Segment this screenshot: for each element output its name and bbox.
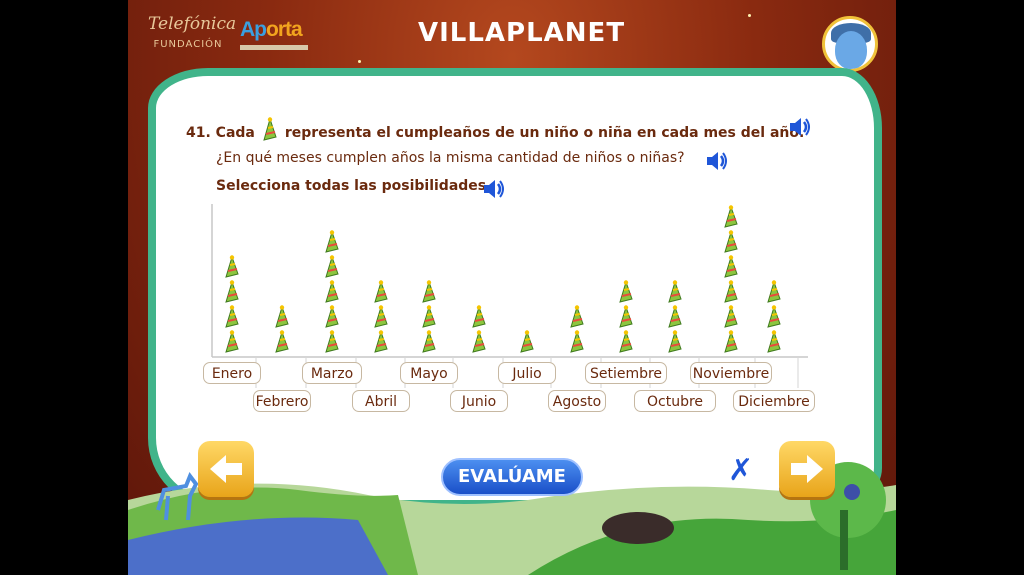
- party-hat-mark: [724, 280, 738, 303]
- party-hat-mark: [619, 280, 633, 303]
- party-hat-mark: [325, 230, 339, 253]
- party-hat-mark: [325, 305, 339, 328]
- arrow-left-icon: [210, 455, 242, 483]
- aporta-logo: Aporta: [240, 18, 310, 50]
- party-hat-mark: [225, 255, 239, 278]
- next-button[interactable]: [779, 441, 835, 497]
- party-hat-mark: [570, 330, 584, 353]
- speaker-icon[interactable]: [788, 116, 812, 138]
- month-label-junio[interactable]: Junio: [450, 390, 508, 412]
- month-label-setiembre[interactable]: Setiembre: [585, 362, 667, 384]
- party-hat-mark: [225, 330, 239, 353]
- party-hat-mark: [422, 330, 436, 353]
- user-avatar[interactable]: [822, 16, 878, 72]
- star-decoration: [358, 60, 361, 63]
- party-hat-mark: [724, 305, 738, 328]
- telefonica-logo: Telefónica FUNDACIÓN: [148, 14, 237, 50]
- party-hat-mark: [724, 255, 738, 278]
- party-hat-mark: [325, 330, 339, 353]
- party-hat-mark: [724, 205, 738, 228]
- party-hat-mark: [668, 330, 682, 353]
- speaker-icon[interactable]: [705, 150, 729, 172]
- game-stage: Telefónica FUNDACIÓN Aporta VILLAPLANET …: [128, 0, 896, 575]
- question-text: representa el cumpleaños de un niño o ni…: [284, 125, 805, 141]
- evaluate-button[interactable]: EVALÚAME: [441, 458, 583, 496]
- aporta-logo-text-a: Ap: [240, 18, 267, 41]
- question-line-2: ¿En qué meses cumplen años la misma cant…: [216, 150, 685, 166]
- party-hat-mark: [724, 330, 738, 353]
- speaker-icon[interactable]: [482, 178, 506, 200]
- telefonica-logo-text: Telefónica: [148, 14, 237, 34]
- party-hat-mark: [275, 305, 289, 328]
- month-label-enero[interactable]: Enero: [203, 362, 261, 384]
- party-hat-mark: [275, 330, 289, 353]
- party-hat-mark: [422, 305, 436, 328]
- pictograph-chart: [211, 204, 808, 388]
- question-panel: [148, 68, 882, 508]
- party-hat-mark: [422, 280, 436, 303]
- party-hat-mark: [668, 280, 682, 303]
- month-label-abril[interactable]: Abril: [352, 390, 410, 412]
- aporta-logo-text-b: orta: [266, 18, 303, 41]
- month-label-julio[interactable]: Julio: [498, 362, 556, 384]
- month-label-noviembre[interactable]: Noviembre: [690, 362, 772, 384]
- party-hat-mark: [325, 255, 339, 278]
- month-label-marzo[interactable]: Marzo: [302, 362, 362, 384]
- arrow-right-icon: [791, 455, 823, 483]
- star-decoration: [748, 14, 751, 17]
- party-hat-mark: [619, 330, 633, 353]
- party-hat-mark: [225, 305, 239, 328]
- month-label-agosto[interactable]: Agosto: [548, 390, 606, 412]
- party-hat-mark: [374, 305, 388, 328]
- previous-button[interactable]: [198, 441, 254, 497]
- party-hat-mark: [374, 280, 388, 303]
- month-label-mayo[interactable]: Mayo: [400, 362, 458, 384]
- party-hat-mark: [619, 305, 633, 328]
- fundacion-logo-text: FUNDACIÓN: [153, 39, 223, 50]
- party-hat-mark: [472, 305, 486, 328]
- party-hat-mark: [668, 305, 682, 328]
- incorrect-mark-icon: ✗: [728, 453, 754, 488]
- party-hat-mark: [374, 330, 388, 353]
- question-number: 41. Cada: [186, 125, 255, 141]
- party-hat-mark: [225, 280, 239, 303]
- party-hat-mark: [767, 280, 781, 303]
- party-hat-mark: [325, 280, 339, 303]
- party-hat-mark: [767, 305, 781, 328]
- party-hat-mark: [724, 230, 738, 253]
- month-label-febrero[interactable]: Febrero: [253, 390, 311, 412]
- party-hat-mark: [570, 305, 584, 328]
- party-hat-icon: [261, 117, 279, 145]
- question-instruction: Selecciona todas las posibilidades.: [216, 178, 492, 194]
- month-label-octubre[interactable]: Octubre: [634, 390, 716, 412]
- landscape-scenery: [128, 462, 896, 575]
- game-title: VILLAPLANET: [418, 18, 626, 48]
- party-hat-mark: [472, 330, 486, 353]
- question-line-1: 41. Cada representa el cumpleaños de un n…: [186, 117, 804, 145]
- month-label-diciembre[interactable]: Diciembre: [733, 390, 815, 412]
- party-hat-mark: [767, 330, 781, 353]
- party-hat-mark: [520, 330, 534, 353]
